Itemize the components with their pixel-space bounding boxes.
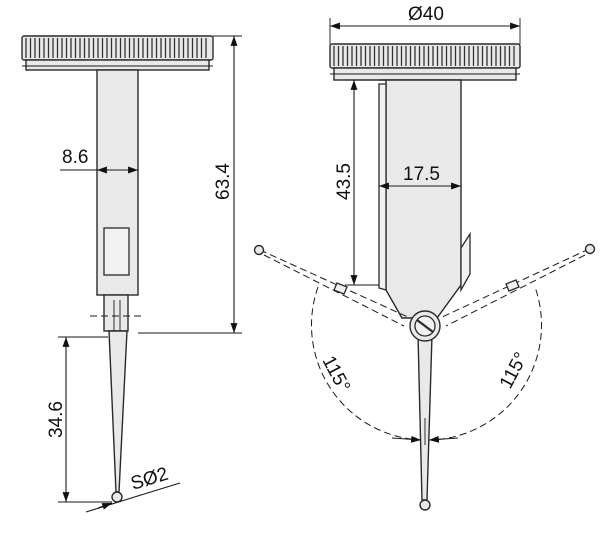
front-view: Ø40 43.5 17.5 <box>253 4 596 511</box>
dim-label-ball-diameter: SØ2 <box>128 464 171 495</box>
stylus-ball-right <box>584 243 596 255</box>
side-stylus <box>108 330 128 493</box>
front-stylus <box>417 334 433 501</box>
dim-label-dial-diameter: Ø40 <box>408 4 444 25</box>
front-dial-knurl-lines <box>333 46 515 66</box>
dim-label-stem-width: 8.6 <box>62 147 88 168</box>
screw-slot <box>416 319 434 333</box>
side-window <box>103 227 130 276</box>
stylus-swing-left <box>253 244 411 327</box>
stylus-ball-left <box>253 244 265 256</box>
side-view: 8.6 63.4 34.6 SØ2 <box>21 35 242 513</box>
angle-label-left: 115° <box>318 352 354 395</box>
side-pivot-block <box>103 294 129 332</box>
angle-label-right: 115° <box>496 349 532 392</box>
side-dial-knurl <box>21 35 214 61</box>
front-body <box>379 79 462 319</box>
dim-label-body-height: 43.5 <box>334 163 355 200</box>
dim-label-stylus-length: 34.6 <box>46 401 67 438</box>
side-dial-knurl-lines <box>25 38 207 58</box>
swivel-range-arc <box>311 286 542 441</box>
side-dial-base <box>25 59 210 71</box>
stylus-swing-right <box>439 243 596 327</box>
front-body-edge <box>378 83 387 291</box>
side-stylus-ball <box>111 491 123 503</box>
front-stylus-ball <box>419 499 431 511</box>
dim-label-total-height: 63.4 <box>213 163 234 200</box>
front-body-tab <box>460 231 471 293</box>
dim-label-body-width: 17.5 <box>403 164 440 185</box>
